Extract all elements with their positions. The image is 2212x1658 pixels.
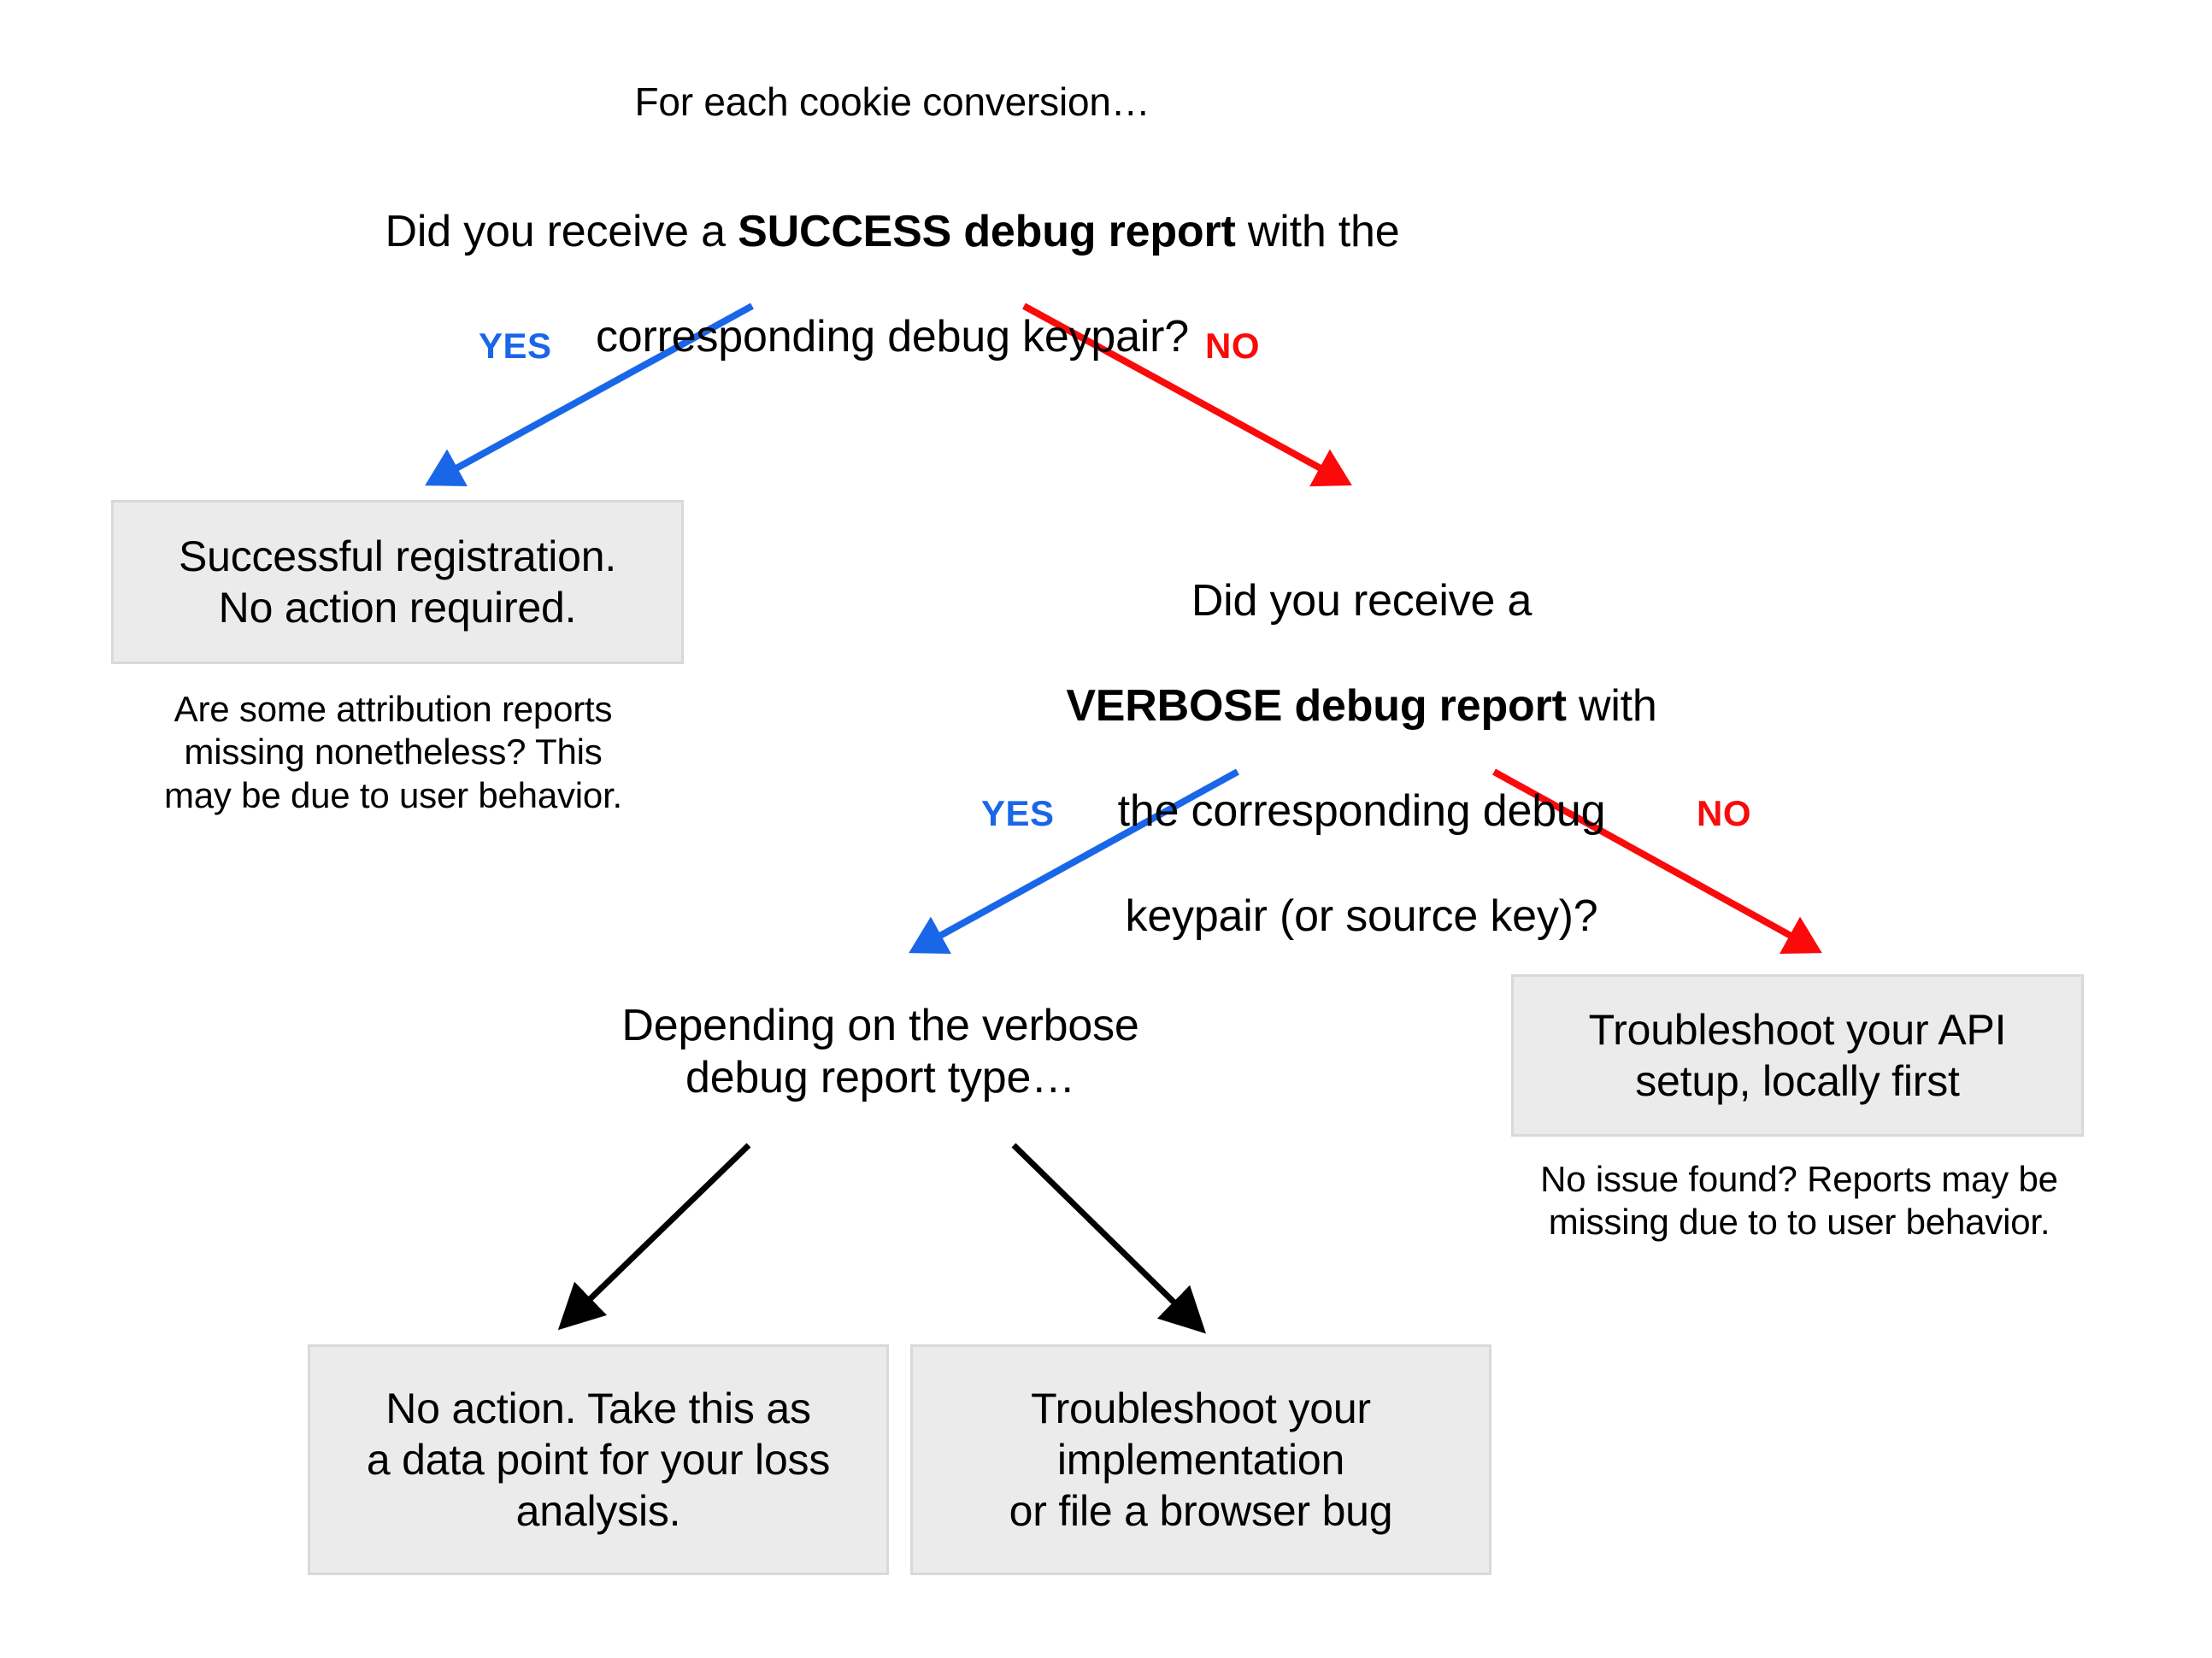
box-troubleshoot-implementation[interactable]: Troubleshoot your implementation or file… bbox=[910, 1344, 1491, 1575]
branch-label-no-1: NO bbox=[1205, 326, 1260, 366]
question2-line4: keypair (or source key)? bbox=[1125, 891, 1598, 941]
question-verbose-report-type: Depending on the verbose debug report ty… bbox=[621, 1001, 1139, 1103]
caption-no-issue-found: No issue found? Reports may be missing d… bbox=[1540, 1159, 2058, 1243]
caption-attribution-reports-missing: Are some attribution reports missing non… bbox=[163, 689, 623, 815]
branch-label-yes-1: YES bbox=[479, 326, 552, 366]
question-verbose-report: Did you receive a VERBOSE debug report w… bbox=[1007, 523, 1716, 943]
box-successful-registration[interactable]: Successful registration. No action requi… bbox=[111, 500, 684, 664]
question1-line1-post: with the bbox=[1235, 207, 1400, 257]
split-arrow-left bbox=[557, 1143, 751, 1331]
question2-line2-bold: VERBOSE debug report bbox=[1066, 681, 1567, 732]
intro-text: For each cookie conversion… bbox=[634, 79, 1150, 124]
question1-line2: corresponding debug keypair? bbox=[596, 312, 1189, 362]
box-no-action-loss-analysis[interactable]: No action. Take this as a data point for… bbox=[308, 1344, 889, 1575]
question-success-report: Did you receive a SUCCESS debug report w… bbox=[268, 154, 1516, 363]
question2-line1: Did you receive a bbox=[1191, 576, 1533, 626]
question2-line3: the corresponding debug bbox=[1117, 785, 1606, 836]
branch-label-yes-2: YES bbox=[981, 793, 1055, 833]
split-arrow-right bbox=[1011, 1143, 1206, 1334]
question2-line2-post: with bbox=[1566, 681, 1657, 732]
box-troubleshoot-api-setup[interactable]: Troubleshoot your API setup, locally fir… bbox=[1511, 974, 2084, 1137]
question1-line1-bold: SUCCESS debug report bbox=[738, 207, 1236, 257]
question1-line1-pre: Did you receive a bbox=[385, 207, 738, 257]
branch-label-no-2: NO bbox=[1697, 793, 1751, 833]
